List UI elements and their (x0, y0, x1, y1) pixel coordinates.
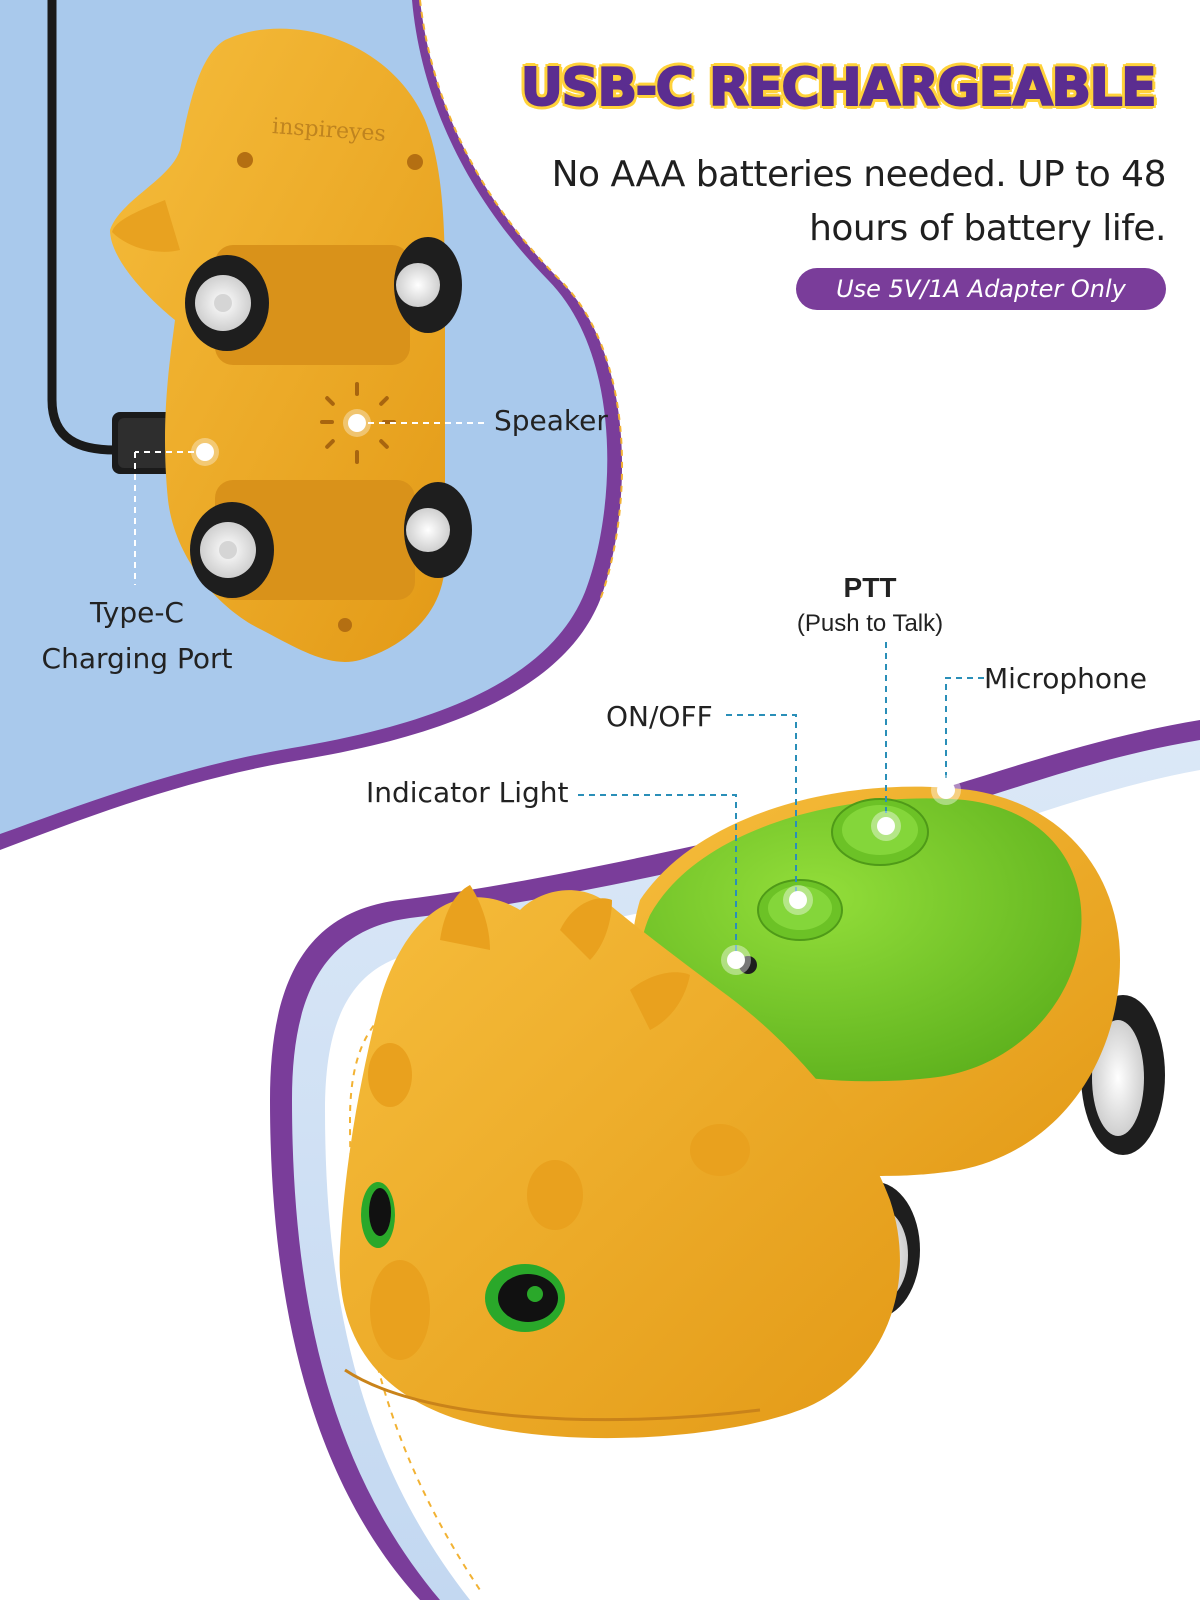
indicator-light-label: Indicator Light (366, 776, 569, 809)
speaker-grille (320, 382, 396, 464)
ptt-sublabel: (Push to Talk) (796, 610, 944, 637)
headline-banner: USB-C RECHARGEABLE (508, 48, 1168, 128)
on-off-label: ON/OFF (606, 700, 713, 733)
eye-right (485, 1264, 565, 1332)
wheel-front-left (185, 255, 269, 351)
onoff-dot (789, 891, 807, 909)
speaker-label: Speaker (494, 404, 608, 437)
speaker-dot (348, 414, 366, 432)
ptt-label: PTT (843, 572, 897, 603)
toy-front-view (339, 784, 1165, 1439)
wheel-rear-left (190, 502, 274, 598)
mic-dot (937, 781, 955, 799)
adapter-note-badge: Use 5V/1A Adapter Only (796, 268, 1166, 310)
adapter-note-text: Use 5V/1A Adapter Only (836, 275, 1126, 303)
battery-description: No AAA batteries needed. UP to 48 hours … (551, 154, 1167, 249)
usb-cable (47, 0, 120, 455)
microphone-label: Microphone (984, 662, 1147, 695)
wheel-front-right (394, 237, 462, 333)
indicator-dot (727, 951, 745, 969)
typec-dot (196, 443, 214, 461)
toy-bottom-view (110, 28, 472, 662)
eye-left (361, 1182, 395, 1248)
type-c-port-label: Type-C Charging Port (41, 596, 233, 675)
ptt-dot (877, 817, 895, 835)
top-panel-dashed-edge (419, 0, 624, 601)
wheel-rear-right (404, 482, 472, 578)
front-callouts (578, 642, 984, 957)
headline: USB-C RECHARGEABLE (520, 58, 1158, 118)
top-callouts (134, 422, 488, 585)
